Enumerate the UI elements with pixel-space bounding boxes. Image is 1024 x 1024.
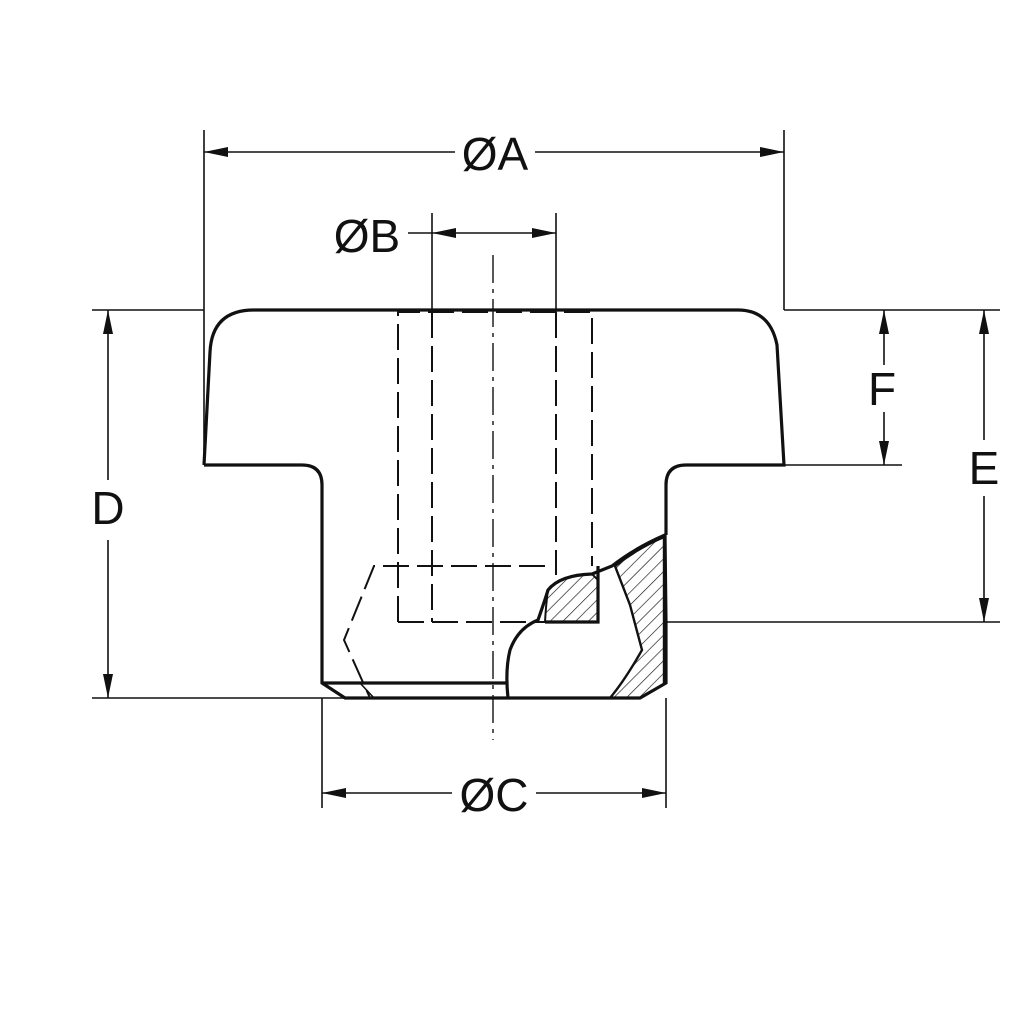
dimension-a: ØA — [203, 128, 785, 465]
hidden-counterbore — [397, 311, 593, 622]
hidden-features — [342, 311, 593, 699]
dimension-c: ØC — [321, 698, 667, 821]
hidden-bore — [431, 312, 557, 622]
dimension-d: D — [91, 309, 345, 699]
part-head-outline — [202, 308, 786, 535]
section-edge — [545, 566, 600, 624]
dim-label-b: ØB — [334, 210, 400, 262]
part-shank-left-outline — [204, 463, 668, 700]
dimension-f: F — [784, 309, 1000, 466]
dim-label-f: F — [868, 363, 896, 415]
part-body — [202, 308, 786, 700]
dimension-e: E — [666, 310, 1000, 623]
hidden-cavity — [342, 565, 545, 699]
dim-label-d: D — [91, 482, 124, 534]
break-line — [505, 532, 668, 699]
dimension-b: ØB — [334, 210, 557, 312]
dim-label-e: E — [969, 442, 1000, 494]
dim-label-c: ØC — [460, 769, 529, 821]
dim-label-a: ØA — [462, 128, 529, 180]
section-hatch-outer — [607, 535, 666, 700]
section-hatch-inner — [543, 572, 599, 623]
